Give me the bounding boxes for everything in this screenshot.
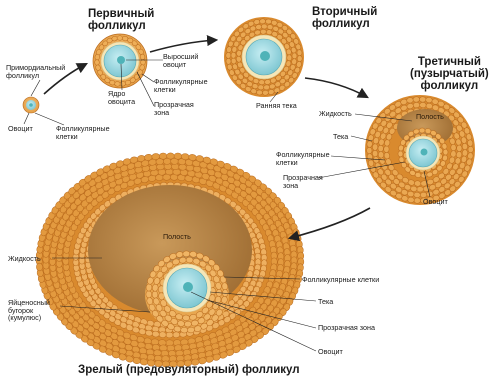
- tertiary-oocyte-label: Овоцит: [423, 198, 448, 206]
- primordial-follicle-label: Примордиальный фолликул: [6, 64, 65, 79]
- tertiary-oocyte: [406, 136, 440, 170]
- primordial-nucleus: [29, 103, 33, 107]
- line-primordial: [31, 80, 40, 96]
- line-primary-zona: [137, 72, 154, 106]
- primary-follicle-title: Первичный фолликул: [88, 8, 154, 32]
- tertiary-oocyte-nucleus: [421, 149, 428, 156]
- secondary-oocyte-nucleus: [260, 51, 270, 61]
- secondary-oocyte: [242, 35, 286, 79]
- mature-fluid-label: Жидкость: [8, 255, 41, 263]
- mature-zona-label: Прозрачная зона: [318, 324, 375, 332]
- tertiary-fluid-label: Жидкость: [319, 110, 352, 118]
- arrow-secondary-to-tertiary: [305, 78, 367, 97]
- arrow-tertiary-to-mature: [290, 208, 370, 238]
- tertiary-follicle-title: Третичный (пузырчатый) фолликул: [410, 56, 489, 92]
- primary-oocyte: [101, 42, 139, 80]
- mature-oocyte-label: Овоцит: [318, 348, 343, 356]
- mature-follicle-title: Зрелый (предовуляторный) фолликул: [78, 364, 300, 376]
- cumulus-label: Яйценосный бугорок (кумулюс): [8, 299, 50, 322]
- mature-oocyte: [163, 264, 211, 312]
- tertiary-zona-label: Прозрачная зона: [283, 174, 323, 189]
- mature-oocyte-nucleus: [183, 282, 193, 292]
- tertiary-cavity-label: Полость: [416, 113, 444, 121]
- oocyte-nucleus-label: Ядро овоцита: [108, 90, 135, 105]
- primordial-follicular-cells-label: Фолликулярные клетки: [56, 125, 110, 140]
- tertiary-theca-label: Тека: [333, 133, 348, 141]
- arrow-primary-to-secondary: [150, 40, 216, 52]
- early-theca-label: Ранняя тека: [256, 102, 297, 110]
- secondary-follicle-title: Вторичный фолликул: [312, 6, 377, 30]
- tertiary-follicular-cells-label: Фолликулярные клетки: [276, 151, 330, 166]
- primary-follicular-cells-label: Фолликулярные клетки: [154, 78, 208, 93]
- mature-follicular-cells-label: Фолликулярные клетки: [302, 276, 379, 284]
- mature-cavity-label: Полость: [163, 233, 191, 241]
- primordial-oocyte-label: Овоцит: [8, 125, 33, 133]
- mature-theca-label: Тека: [318, 298, 333, 306]
- line-primordial-oocyte: [24, 113, 29, 124]
- follicle-illustrations: [23, 17, 475, 367]
- line-primary-cells: [142, 74, 154, 82]
- grown-oocyte-label: Выросший овоцит: [163, 53, 198, 68]
- primary-oocyte-nucleus: [117, 56, 125, 64]
- primary-zona-label: Прозрачная зона: [154, 101, 194, 116]
